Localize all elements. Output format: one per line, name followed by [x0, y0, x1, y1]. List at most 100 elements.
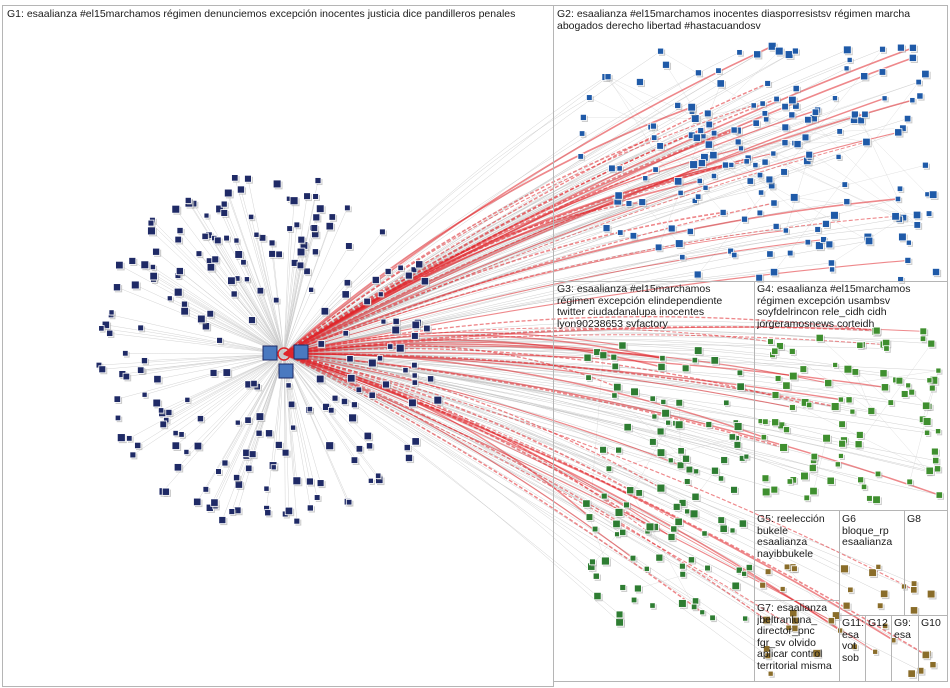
- node: [676, 461, 685, 470]
- node: [693, 270, 702, 279]
- node: [180, 306, 189, 316]
- node: [610, 353, 618, 361]
- edge-line: [197, 353, 285, 502]
- node: [265, 429, 274, 438]
- node: [705, 421, 713, 428]
- node: [284, 506, 294, 516]
- node: [710, 172, 718, 180]
- node: [805, 150, 814, 159]
- node: [781, 139, 789, 147]
- node: [98, 325, 105, 332]
- edge-curve: [283, 353, 795, 629]
- node: [380, 318, 387, 325]
- node: [879, 369, 888, 378]
- node: [785, 624, 792, 632]
- group-label-g2: G2: esaalianza #el15marchamos inocentes …: [557, 9, 911, 32]
- node: [741, 215, 748, 223]
- edge-line: [283, 353, 360, 449]
- edge-line: [109, 333, 285, 355]
- edge-line: [283, 282, 348, 355]
- node: [880, 383, 890, 392]
- node: [728, 433, 736, 441]
- node: [256, 286, 265, 295]
- group-label-g5: G5: reelección bukele esaalianza nayibbu…: [757, 514, 825, 560]
- node: [592, 572, 600, 580]
- node: [738, 145, 744, 152]
- edge-highlight: [283, 104, 754, 355]
- node: [683, 478, 691, 485]
- edge-line: [152, 266, 285, 355]
- node: [915, 78, 922, 86]
- node: [723, 399, 730, 406]
- node: [783, 426, 790, 434]
- node: [811, 108, 820, 116]
- node: [875, 563, 882, 570]
- node: [344, 204, 351, 212]
- edge-line: [250, 216, 285, 355]
- node: [709, 151, 718, 160]
- node: [656, 427, 665, 436]
- node: [826, 476, 835, 485]
- node: [786, 478, 794, 485]
- node: [656, 483, 666, 493]
- node: [912, 210, 922, 220]
- node: [612, 519, 621, 529]
- node: [935, 428, 942, 435]
- node: [325, 222, 334, 231]
- node: [350, 401, 358, 409]
- node: [623, 423, 632, 432]
- node: [122, 350, 129, 357]
- node: [166, 295, 173, 302]
- node: [831, 95, 838, 102]
- node: [171, 441, 181, 450]
- node: [742, 615, 749, 622]
- node: [310, 224, 319, 232]
- node: [764, 652, 772, 660]
- node: [410, 266, 418, 274]
- node: [629, 554, 637, 562]
- node: [293, 221, 301, 229]
- edge-line: [283, 262, 295, 355]
- node: [896, 43, 905, 52]
- node: [922, 401, 931, 410]
- edges-gray: [98, 46, 940, 674]
- edge-line: [854, 119, 928, 195]
- edge-highlight: [283, 353, 915, 591]
- node: [427, 375, 435, 383]
- node: [814, 226, 822, 233]
- node: [303, 192, 311, 200]
- node: [308, 286, 315, 293]
- node: [674, 101, 682, 109]
- node: [711, 466, 719, 475]
- node: [696, 177, 703, 185]
- edge-line: [660, 51, 806, 138]
- node: [761, 474, 770, 483]
- edge-line: [101, 328, 285, 355]
- edge-curve: [283, 353, 771, 674]
- node: [855, 431, 864, 439]
- node: [585, 513, 594, 521]
- node: [692, 133, 701, 142]
- node: [645, 522, 655, 532]
- group-label-g4: G4: esaalianza #el15marchamos régimen ex…: [757, 284, 911, 330]
- node: [812, 649, 822, 658]
- edge-highlight: [283, 259, 908, 355]
- edge-line: [283, 353, 336, 399]
- node: [591, 525, 599, 533]
- edge-curve: [283, 342, 836, 366]
- node: [115, 260, 124, 270]
- node: [346, 355, 354, 363]
- node: [702, 184, 709, 191]
- node: [791, 47, 799, 55]
- node: [350, 456, 359, 464]
- edge-line: [151, 230, 285, 355]
- node: [691, 357, 698, 364]
- node: [934, 465, 942, 473]
- node: [165, 409, 173, 417]
- edge-line: [209, 353, 285, 508]
- node: [722, 161, 730, 169]
- node: [759, 581, 767, 589]
- node: [306, 406, 313, 413]
- node: [769, 268, 779, 277]
- node: [861, 110, 869, 119]
